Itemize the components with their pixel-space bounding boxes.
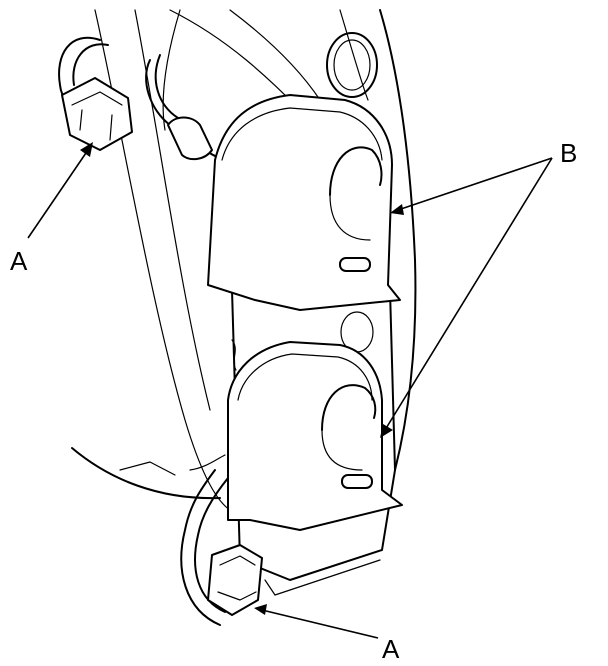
callout-label-a-lower: A — [382, 634, 400, 664]
body-panel — [71, 9, 417, 511]
callout-b: B — [380, 138, 577, 438]
callout-b-leader-lower — [384, 157, 553, 431]
arrowhead — [390, 204, 404, 215]
arrowhead — [80, 142, 93, 157]
lower-horn — [227, 341, 403, 531]
upper-horn — [207, 94, 401, 311]
arrowhead — [254, 604, 267, 615]
callout-a-upper-leader — [27, 149, 89, 239]
lower-wire-harness — [180, 454, 229, 626]
upper-horn-connector — [61, 77, 133, 151]
callout-a-lower-leader — [261, 609, 379, 639]
upper-wire-harness — [58, 36, 233, 161]
mounting-ring — [326, 32, 378, 98]
callout-b-leader-upper — [397, 157, 553, 211]
callout-label-a-upper: A — [10, 246, 28, 276]
callout-a-lower: A — [254, 604, 400, 664]
callout-label-b: B — [560, 138, 577, 168]
callout-a-upper: A — [10, 142, 93, 276]
arrowhead — [380, 424, 393, 438]
lower-horn-connector — [207, 544, 263, 616]
